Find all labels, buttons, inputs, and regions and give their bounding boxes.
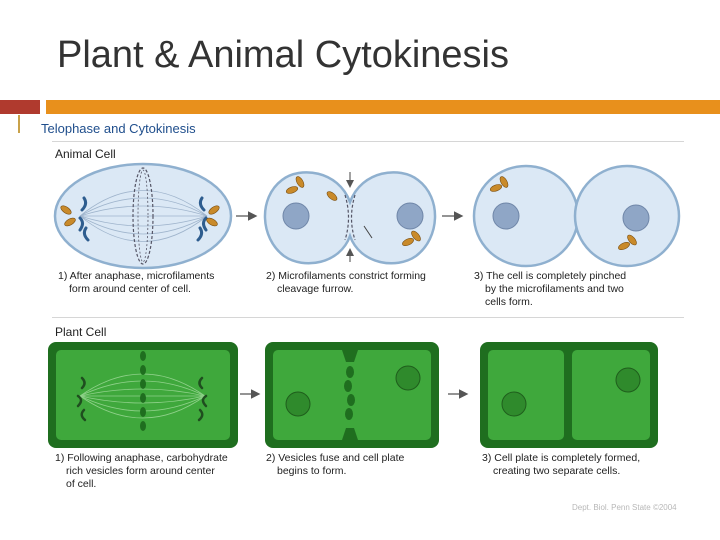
caption-line: begins to form. [277,465,347,477]
animal-stage-2 [263,171,437,265]
plant-caption-3: 3) Cell plate is completely formed, crea… [482,452,640,478]
animal-caption-3: 3) The cell is completely pinched by the… [474,270,626,309]
accent-bar-dark [0,100,40,114]
caption-line: 3) Cell plate is completely formed, [482,452,641,464]
plant-stage-2 [265,342,439,448]
caption-line: creating two separate cells. [493,465,621,477]
caption-line: of cell. [66,478,97,490]
accent-line [18,115,20,133]
plant-caption-2: 2) Vesicles fuse and cell plate begins t… [266,452,404,478]
caption-line: rich vesicles form around center [66,465,215,477]
plant-stage-1 [48,342,238,448]
caption-line: 1) After anaphase, microfilaments [58,270,215,282]
caption-line: 3) The cell is completely pinched [474,270,627,282]
accent-bar-orange [46,100,720,114]
animal-caption-2: 2) Microfilaments constrict forming clea… [266,270,426,296]
animal-cell-label: Animal Cell [55,147,116,161]
caption-line: 1) Following anaphase, carbohydrate [55,452,228,464]
caption-line: 2) Microfilaments constrict forming [266,270,426,282]
plant-cell-label: Plant Cell [55,325,107,339]
caption-line: form around center of cell. [69,283,191,295]
animal-stage-1 [53,162,233,270]
separator-plant [52,317,684,318]
caption-line: cells form. [485,296,533,308]
animal-stage-3 [472,164,681,268]
figure-heading: Telophase and Cytokinesis [41,121,196,136]
plant-stage-3 [480,342,658,448]
animal-caption-1: 1) After anaphase, microfilaments form a… [58,270,214,296]
separator-animal [52,141,684,142]
figure-credit: Dept. Biol. Penn State ©2004 [572,503,677,512]
slide-title: Plant & Animal Cytokinesis [57,34,509,76]
caption-line: by the microfilaments and two [485,283,624,295]
caption-line: 2) Vesicles fuse and cell plate [266,452,405,464]
plant-caption-1: 1) Following anaphase, carbohydrate rich… [55,452,228,491]
caption-line: cleavage furrow. [277,283,354,295]
